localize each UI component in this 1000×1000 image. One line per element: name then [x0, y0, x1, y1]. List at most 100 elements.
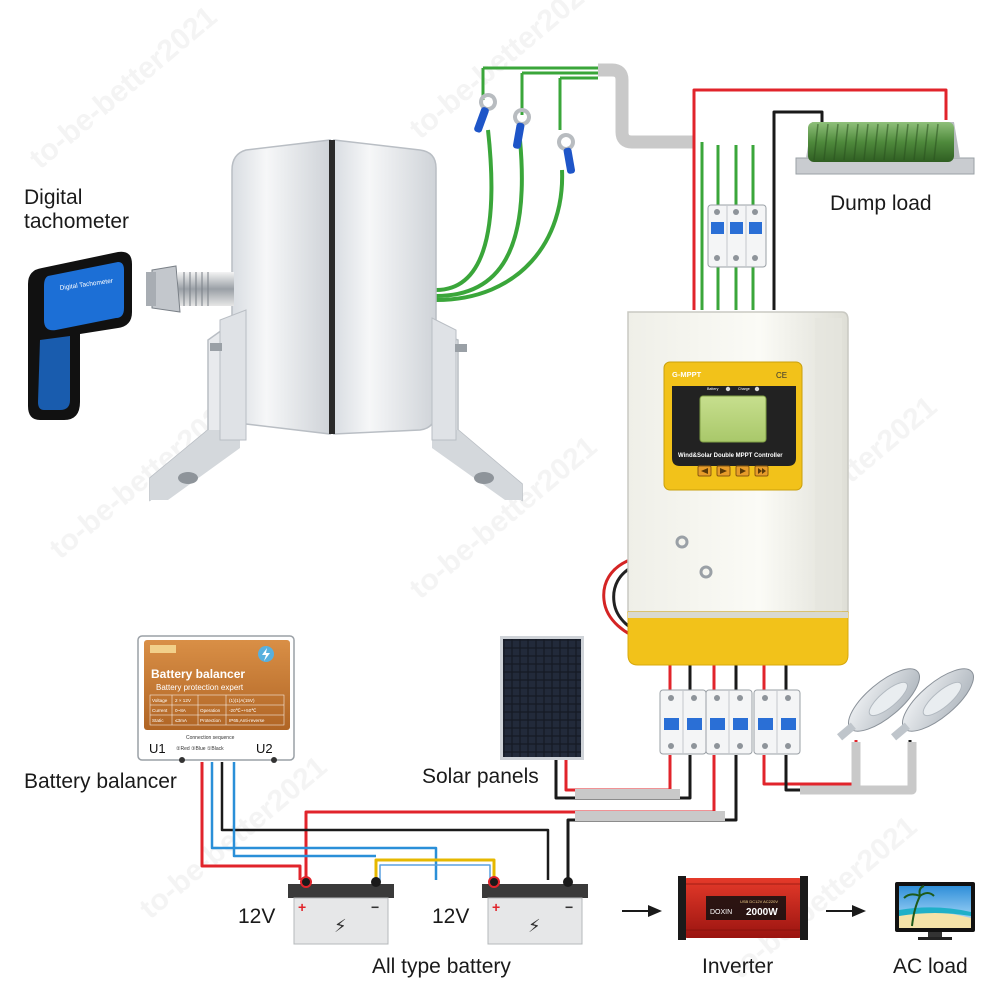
balancer-terminal	[271, 757, 277, 763]
controller-battery-indicator: Battery	[707, 387, 719, 391]
battery-terminal-positive	[488, 876, 500, 888]
side-bracket	[219, 309, 247, 441]
lamp-lens	[868, 681, 908, 717]
dump-black-wire	[772, 110, 824, 310]
spec-cell: (1)(1)A(15V)	[229, 698, 255, 703]
controller-brand: G-MPPT	[672, 370, 702, 379]
balancer-black-wire	[220, 762, 550, 880]
tv-screen-beach	[899, 912, 971, 928]
solar-panels-label: Solar panels	[422, 765, 539, 788]
breaker-toggle	[710, 718, 725, 730]
bolt	[210, 343, 222, 351]
digital-tachometer: Digital Tachometer	[28, 251, 132, 420]
spec-cell: -20℃~+50℃	[229, 708, 257, 713]
breaker-solar	[659, 689, 707, 755]
watermark-text: to-be-better2021	[23, 0, 223, 175]
spec-cell: ≤3mA	[175, 718, 188, 723]
watermark-text: to-be-better2021	[403, 430, 603, 605]
arrow-head-icon	[648, 905, 662, 917]
lightning-bolt	[262, 648, 270, 661]
ring-terminal	[513, 108, 531, 126]
balancer-blue-wire	[210, 762, 438, 880]
ring-terminal	[557, 133, 575, 151]
battery-minus-sign: −	[371, 899, 379, 915]
spec-cell: 0~8A	[175, 708, 187, 713]
lamp-lens	[922, 681, 962, 717]
shaft	[178, 272, 234, 306]
led-street-lamps	[836, 668, 974, 741]
breaker-toggle	[733, 718, 748, 730]
inverter-fins	[684, 883, 802, 931]
balancer-terminal-u2: U2	[256, 741, 273, 756]
tv-stand	[928, 932, 942, 938]
spec-cell: IP65,Anti-reverse	[229, 718, 265, 723]
terminal-sleeve	[474, 107, 489, 133]
mppt-controller: G-MPPT Battery Charge CE Wind&Solar Doub…	[627, 311, 849, 666]
cable-sheath	[598, 63, 694, 149]
breaker-toggle	[730, 222, 743, 234]
controller-lcd	[699, 395, 767, 443]
tachometer-label-line2: tachometer	[24, 210, 130, 233]
breaker-toggle	[687, 718, 702, 730]
left-arrow-icon	[701, 468, 708, 474]
balancer-title: Battery balancer	[151, 667, 245, 681]
tachometer-face	[44, 262, 124, 331]
phase-wire	[558, 76, 598, 130]
breaker-toggle	[758, 718, 773, 730]
breaker-toggle	[749, 222, 762, 234]
cable-sheath	[800, 742, 917, 795]
controller-ce-mark: CE	[776, 371, 787, 380]
battery-minus-sign: −	[565, 899, 573, 915]
battery-red-wire	[304, 755, 716, 880]
voltage-label-2: 12V	[432, 905, 470, 928]
bottom-breakers	[659, 689, 801, 755]
controller-charge-indicator: Charge	[738, 387, 750, 391]
side-bracket	[431, 317, 457, 441]
battery-balancer-device: Battery balancer Battery protection expe…	[137, 635, 295, 763]
terminal-sleeve	[563, 147, 576, 174]
ac-load-tv	[895, 882, 975, 940]
generator-body-rear	[333, 139, 437, 435]
mount-hole	[474, 472, 494, 484]
tachometer-grip-face	[38, 336, 70, 410]
breaker-battery	[705, 689, 753, 755]
solar-panel	[500, 636, 584, 760]
dump-load-resistor	[795, 122, 975, 175]
spec-cell: Current	[152, 708, 168, 713]
battery-bolt-icon: ⚡	[334, 916, 347, 937]
balancer-wire-legend: ②Red ③Blue ①Black	[176, 746, 224, 752]
shaft-nut	[151, 265, 181, 313]
controller-title: Wind&Solar Double MPPT Controller	[678, 453, 783, 459]
controller-bottom-cover	[627, 611, 849, 666]
voltage-label-1: 12V	[238, 905, 276, 928]
battery-lid	[288, 884, 394, 898]
breaker-body	[707, 204, 767, 268]
battery-label: All type battery	[372, 955, 511, 978]
palm-tree-icon	[903, 885, 935, 927]
ac-load-label: AC load	[893, 955, 968, 978]
inverter-brand: DOXIN	[710, 909, 732, 916]
balancer-red-wire	[200, 762, 302, 880]
inverter-usb-text: USB DC12V AC220V	[740, 899, 778, 904]
controller-cover-edge	[628, 612, 848, 618]
tachometer-label-line1: Digital	[24, 186, 83, 209]
controller-shell-side	[815, 318, 842, 612]
shaft-nut-face	[146, 272, 156, 306]
charge-led	[754, 386, 760, 392]
balancer-subtitle: Battery protection expert	[156, 683, 244, 692]
shaft-thread	[183, 272, 209, 306]
battery-terminal-negative	[371, 877, 381, 887]
play-icon	[740, 468, 746, 474]
breaker-load	[753, 689, 801, 755]
balancer-terminal	[179, 757, 185, 763]
ring-terminals	[474, 93, 576, 174]
battery-led	[725, 386, 731, 392]
gen-wire	[435, 169, 565, 302]
balancer-spec-table: Voltage 2 × 12V (1)(1)A(15V) Current 0~8…	[149, 694, 285, 726]
inverter-power: 2000W	[746, 907, 778, 918]
gen-wire	[435, 139, 524, 298]
tv-screen-sea	[899, 907, 971, 916]
battery-bolt-icon: ⚡	[528, 916, 541, 937]
lead-terminal	[675, 535, 689, 549]
breaker-toggle	[781, 718, 796, 730]
